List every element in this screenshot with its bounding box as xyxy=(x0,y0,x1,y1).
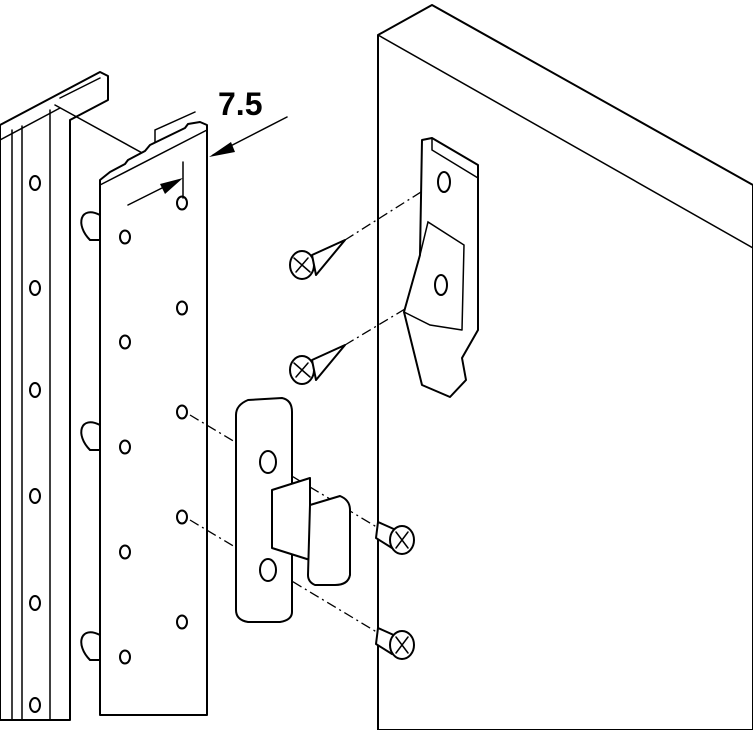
profile-slots xyxy=(80,211,101,661)
profile-holes xyxy=(29,175,41,713)
dimension-label: 7.5 xyxy=(218,86,263,122)
catch-plate xyxy=(235,397,351,623)
wood-screw-upper xyxy=(289,239,346,280)
wood-screw-lower xyxy=(289,344,346,385)
machine-screw-lower xyxy=(375,627,415,660)
machine-screw-upper xyxy=(375,521,415,555)
rear-profile xyxy=(0,71,196,721)
alignment-lines xyxy=(189,179,441,641)
front-rail xyxy=(99,121,208,716)
hook-bracket xyxy=(403,137,479,398)
dimension-7-5 xyxy=(127,116,288,206)
rail-holes xyxy=(119,195,188,665)
